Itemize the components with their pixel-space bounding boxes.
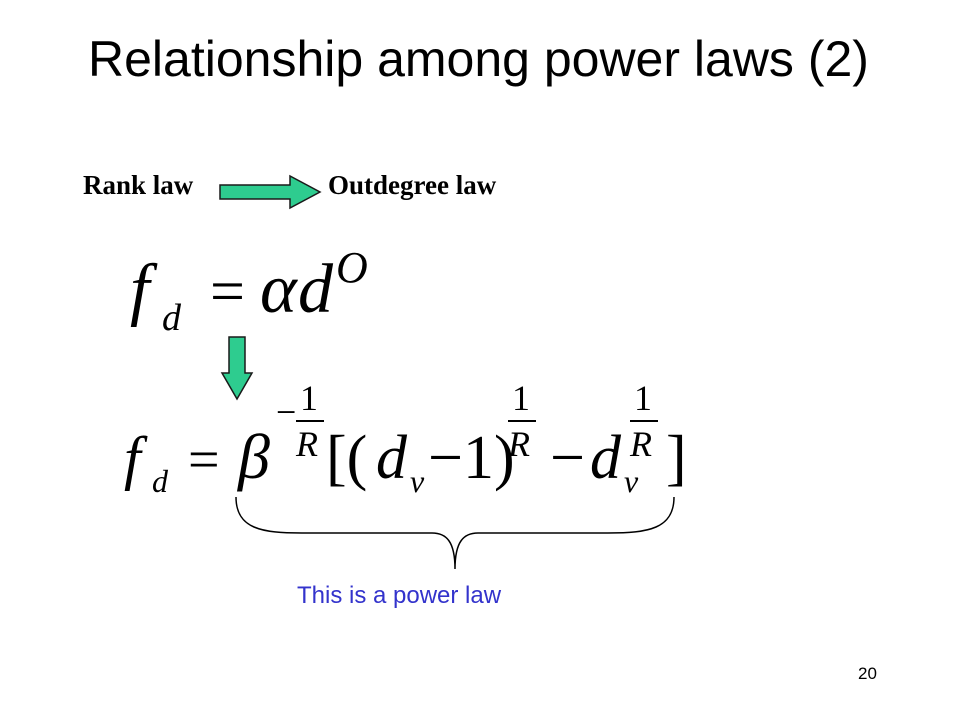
down-arrow-shape — [220, 336, 254, 401]
eq2-term1-exponent-numerator: 1 — [512, 378, 530, 418]
page-number: 20 — [858, 664, 877, 683]
power-law-caption: This is a power law — [297, 582, 502, 609]
eq2-f: f — [124, 425, 148, 491]
eq2-d1: d — [376, 424, 408, 492]
eq1-alpha: α — [260, 251, 298, 328]
eq2-f-subscript: d — [152, 463, 169, 499]
eq1-f: f — [130, 251, 158, 328]
eq1-equals: = — [210, 258, 245, 326]
underbrace — [235, 496, 675, 570]
eq1-d: d — [298, 251, 334, 328]
eq2-beta: β — [236, 421, 270, 492]
eq2-beta-exponent-numerator: 1 — [300, 378, 318, 418]
eq2-minus-one: −1) — [428, 424, 515, 492]
eq2-d2: d — [590, 424, 622, 492]
equation-rank-derived: f d = β − 1 R [( d v −1) 1 R − d v 1 R ] — [124, 378, 687, 499]
rank-law-label: Rank law — [83, 170, 194, 200]
eq2-beta-exponent-sign: − — [276, 392, 296, 432]
eq2-term2-exponent-denominator: R — [629, 424, 652, 464]
eq1-f-subscript: d — [162, 297, 182, 339]
eq2-open-brackets: [( — [326, 424, 367, 492]
right-arrow-shape — [219, 174, 322, 210]
eq2-beta-exponent-denominator: R — [295, 424, 318, 464]
right-arrow-icon — [219, 174, 322, 210]
eq2-close-bracket: ] — [666, 424, 687, 492]
outdegree-law-label: Outdegree law — [328, 170, 497, 200]
eq1-exponent: O — [336, 243, 368, 292]
eq2-minus: − — [550, 424, 585, 492]
down-arrow-icon — [220, 336, 254, 401]
eq2-d1-subscript: v — [410, 463, 425, 499]
slide-title: Relationship among power laws (2) — [88, 31, 869, 87]
eq2-term1-exponent-denominator: R — [507, 424, 530, 464]
eq2-term2-exponent-numerator: 1 — [634, 378, 652, 418]
eq2-equals: = — [188, 429, 220, 491]
eq2-d2-subscript: v — [624, 463, 639, 499]
equation-outdegree: f d = α d O — [130, 243, 368, 339]
